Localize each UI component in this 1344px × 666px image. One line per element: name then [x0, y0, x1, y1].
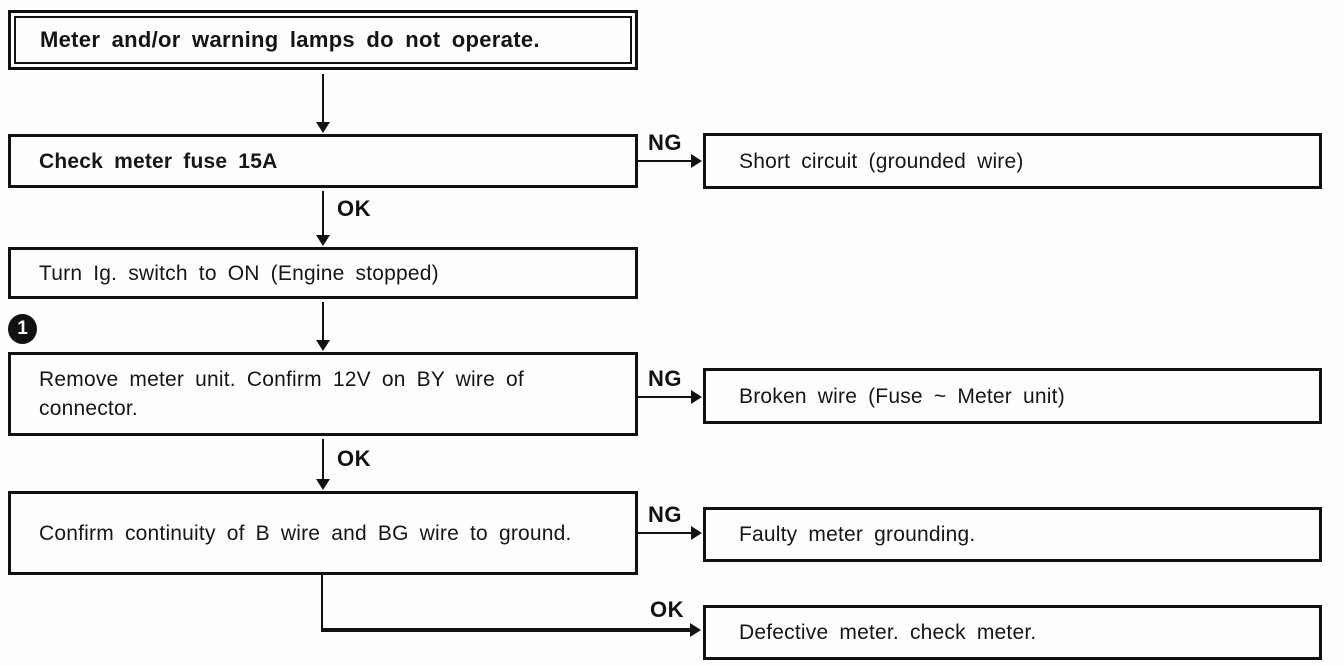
connector-line-ng-1 — [638, 160, 693, 162]
step-label: Turn Ig. switch to ON (Engine stopped) — [39, 261, 439, 285]
step-marker-number: 1 — [17, 318, 28, 339]
step-label: Confirm continuity of B wire and BG wire… — [39, 521, 572, 545]
arrowhead-down-icon — [316, 340, 330, 351]
step-label: Remove meter unit. Confirm 12V on BY wir… — [39, 368, 524, 420]
result-label: Defective meter. check meter. — [739, 621, 1037, 644]
result-label: Short circuit (grounded wire) — [739, 149, 1024, 173]
step-box-ig-switch: Turn Ig. switch to ON (Engine stopped) — [8, 247, 638, 299]
result-box-broken-wire: Broken wire (Fuse ~ Meter unit) — [703, 368, 1322, 424]
arrowhead-right-icon — [691, 154, 702, 168]
arrowhead-right-icon — [690, 623, 701, 637]
ok-label-3: OK — [650, 597, 684, 622]
connector-line-ng-3 — [638, 532, 693, 534]
connector-line-ok-final-horizontal — [321, 628, 691, 632]
arrowhead-right-icon — [691, 390, 702, 404]
arrowhead-down-icon — [316, 235, 330, 246]
step-box-remove-meter-unit: Remove meter unit. Confirm 12V on BY wir… — [8, 352, 638, 436]
result-box-defective-meter: Defective meter. check meter. — [703, 605, 1322, 660]
connector-line-ng-2 — [638, 396, 693, 398]
ok-label-1: OK — [337, 196, 371, 221]
ng-label-1: NG — [648, 130, 682, 155]
start-box: Meter and/or warning lamps do not operat… — [8, 10, 638, 70]
step-box-continuity: Confirm continuity of B wire and BG wire… — [8, 491, 638, 575]
ok-label-2: OK — [337, 446, 371, 471]
result-label: Broken wire (Fuse ~ Meter unit) — [739, 384, 1065, 408]
result-box-faulty-grounding: Faulty meter grounding. — [703, 507, 1322, 562]
connector-line-step2-to-step3 — [322, 302, 324, 342]
step-label: Check meter fuse 15A — [39, 149, 278, 173]
step-box-check-fuse: Check meter fuse 15A — [8, 134, 638, 188]
arrowhead-down-icon — [316, 122, 330, 133]
ng-label-3: NG — [648, 502, 682, 527]
step-marker-1: 1 — [8, 314, 37, 344]
result-label: Faulty meter grounding. — [739, 523, 976, 546]
connector-line-ok-final-vertical — [321, 575, 323, 632]
connector-line-ok-2 — [322, 439, 324, 483]
arrowhead-right-icon — [691, 526, 702, 540]
arrowhead-down-icon — [316, 479, 330, 490]
result-box-short-circuit: Short circuit (grounded wire) — [703, 133, 1322, 189]
connector-line-ok-1 — [322, 191, 324, 239]
ng-label-2: NG — [648, 366, 682, 391]
connector-line-start-to-step1 — [322, 74, 324, 126]
start-box-label: Meter and/or warning lamps do not operat… — [14, 16, 632, 64]
